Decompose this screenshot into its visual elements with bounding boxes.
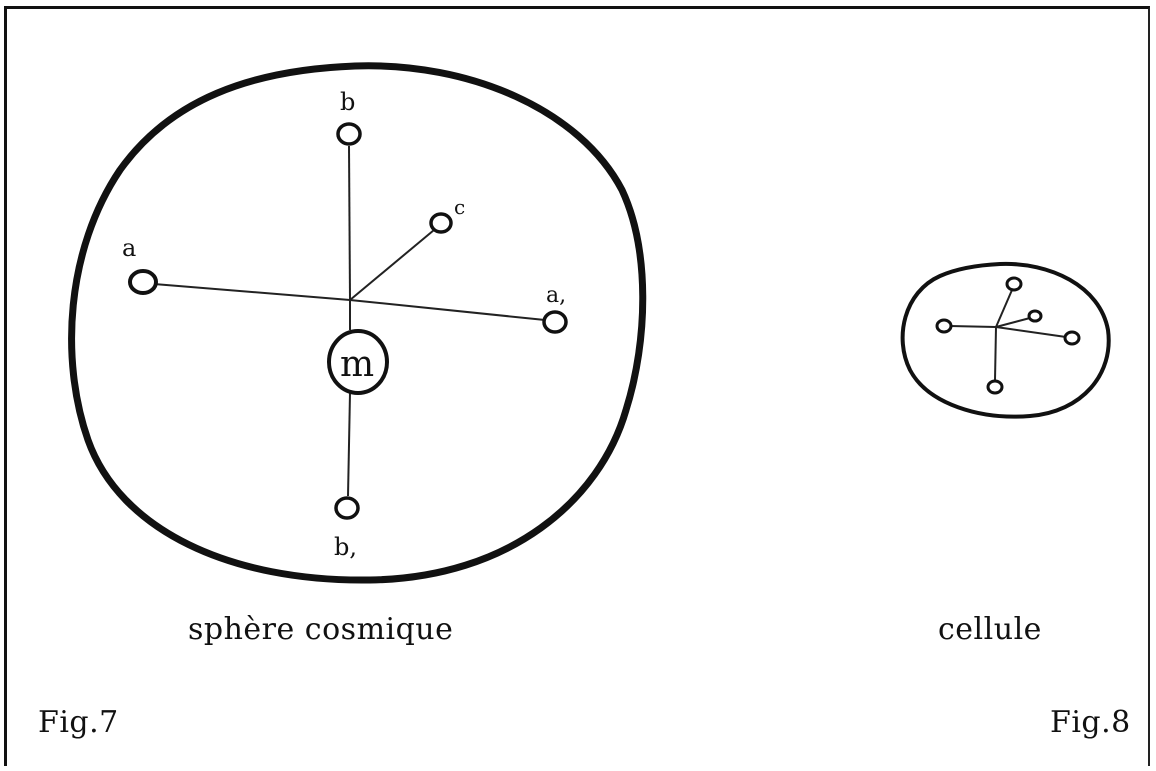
figure-8-label: Fig.8 (1050, 705, 1131, 740)
cell-outline (900, 261, 1111, 419)
point-a1 (542, 310, 568, 334)
cell-line-inner (995, 317, 1031, 328)
label-b1: b, (334, 533, 357, 561)
cell-point-top (1005, 276, 1023, 292)
caption-cosmic-sphere: sphère cosmique (188, 612, 454, 647)
label-a: a (122, 234, 136, 262)
line-center-to-a1 (349, 299, 546, 321)
cell-line-bottom (994, 326, 997, 381)
figure-frame (4, 6, 1150, 766)
cell-point-inner (1027, 309, 1043, 323)
point-b (336, 122, 362, 146)
cell-point-bottom (986, 379, 1004, 395)
label-c: c (454, 195, 465, 219)
cell-point-right (1063, 330, 1081, 346)
cell-figure (900, 261, 1111, 419)
label-a1: a, (546, 283, 566, 308)
cosmic-sphere-outline (68, 62, 647, 584)
point-m (327, 329, 389, 395)
label-b: b (340, 88, 355, 116)
cosmic-sphere-figure: b c a a, b, m (68, 62, 647, 584)
cell-line-left (949, 325, 997, 328)
point-c (429, 212, 453, 234)
cell-line-top (995, 289, 1013, 328)
cell-line-right (995, 326, 1067, 338)
point-a (128, 269, 158, 295)
cell-point-left (935, 318, 953, 334)
label-m: m (340, 344, 374, 385)
line-center-to-b (348, 145, 351, 301)
figure-7-label: Fig.7 (38, 705, 119, 740)
point-b1 (334, 496, 360, 520)
line-center-to-a (153, 283, 351, 301)
line-m-to-b1 (347, 392, 351, 497)
caption-cell: cellule (938, 612, 1042, 647)
line-center-to-c (349, 229, 435, 301)
